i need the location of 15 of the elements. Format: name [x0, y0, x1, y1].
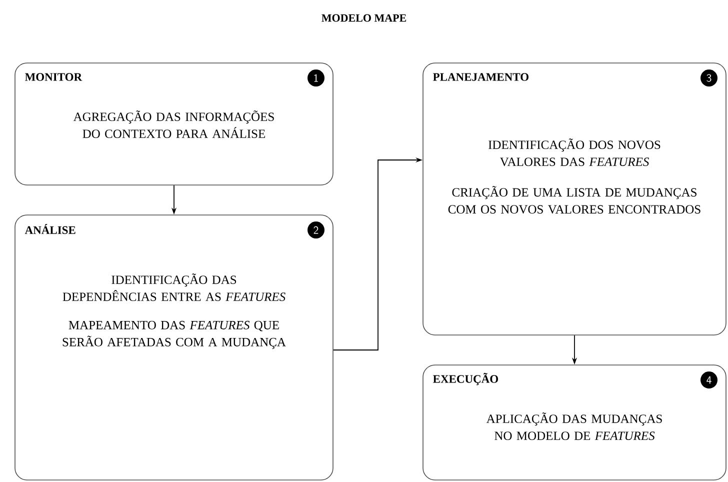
- box-heading: ANÁLISE: [24, 224, 76, 234]
- number-badge: 3: [700, 70, 718, 86]
- box-heading: MONITOR: [25, 73, 82, 81]
- description-text: IDENTIFICAÇÃO DAS DEPENDÊNCIAS ENTRE AS FEATURES: [62, 273, 286, 302]
- description-text: MAPEAMENTO DAS FEATURES QUE SERÃO AFETADAS COM A MUDANÇA: [62, 320, 286, 349]
- number-badge: 1: [308, 70, 324, 86]
- description-text: IDENTIFICAÇÃO DOS NOVOS VALORES DAS FEATURES: [488, 138, 660, 166]
- number-badge: 2: [308, 222, 324, 238]
- description-text: APLICAÇÃO DAS MUDANÇAS NO MODELO DE FEATURES: [486, 412, 662, 440]
- description-text: AGREGAÇÃO DAS INFORMAÇÕES DO CONTEXTO PARA ANÁLISE: [73, 110, 274, 138]
- number-badge: 4: [700, 372, 718, 388]
- box-heading: EXECUÇÃO: [433, 372, 498, 386]
- description-text: CRIAÇÃO DE UMA LISTA DE MUDANÇAS COM OS NOVOS VALORES ENCONTRADOS: [448, 186, 700, 214]
- box-heading: PLANEJAMENTO: [433, 73, 528, 81]
- title: MODELO MAPE: [322, 14, 406, 22]
